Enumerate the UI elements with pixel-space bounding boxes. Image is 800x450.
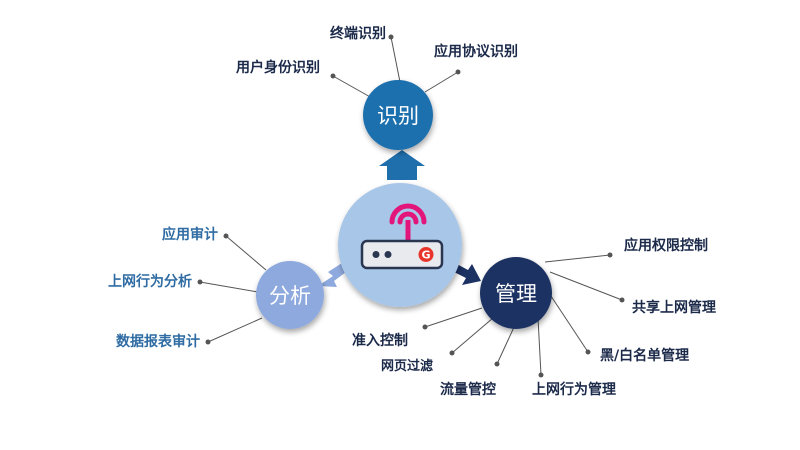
arrow-down-left-icon [318,263,346,287]
leaf-label: 应用权限控制 [624,237,708,254]
identify-leaves: 终端识别 应用协议识别 用户身份识别 [236,25,518,76]
hub-analyze-circle [256,261,324,329]
router-body [360,239,444,270]
wifi-wave-outer [389,203,427,225]
leaf-label: 终端识别 [330,25,386,42]
leaf-label: 应用协议识别 [434,43,518,60]
connector-line [207,317,263,343]
antenna [405,220,411,242]
connector-dot [388,34,394,40]
wifi-wave-inner [397,211,419,225]
leaf-label: 黑/白名单管理 [600,347,689,364]
connector-line [496,324,516,365]
router-led [372,251,380,258]
hub-analyze-label: 分析 [269,284,311,308]
connector-line [424,71,459,93]
connector-line [544,254,611,263]
analyze-leaves: 应用审计 上网行为分析 数据报表审计 [108,226,218,350]
connector-dot [494,361,500,367]
connector-dot [538,372,544,378]
hub-manage-label: 管理 [495,282,537,306]
connector-line [390,36,401,83]
connector-line [225,235,267,271]
leaf-label: 应用审计 [162,226,218,243]
connector-dot [197,279,203,285]
wifi-router-icon: G [360,203,444,270]
leaf-label: 网页过滤 [381,358,433,374]
manage-leaves: 应用权限控制 共享上网管理 黑/白名单管理 上网行为管理 流量管控 网页过滤 准… [352,237,716,398]
badge-logo: G [421,249,430,262]
arrow-down-right-icon [452,263,481,285]
hub-manage-circle [480,257,552,329]
badge-circle [418,247,434,262]
leaf-label: 用户身份识别 [236,59,320,76]
connector-dot [607,252,613,258]
leaf-label: 流量管控 [440,381,496,398]
leaf-label: 数据报表审计 [116,333,200,350]
connector-dots [197,34,625,378]
connector-dot [449,350,455,356]
connector-lines [199,36,623,376]
router-led [384,251,392,258]
leaf-label: 准入控制 [352,332,408,349]
hub-analyze [256,261,324,329]
hub-identify [363,80,433,150]
leaf-label: 共享上网管理 [632,299,716,316]
leaf-label: 上网行为管理 [532,381,616,398]
connector-dot [619,297,625,303]
connector-line [332,75,373,99]
connector-line [549,271,623,301]
hub-manage [480,257,552,329]
hub-identify-label: 识别 [377,104,419,128]
connector-line [537,317,542,376]
connector-dot [330,73,336,79]
connector-line [424,307,483,328]
arrow-up-icon [379,150,425,180]
leaf-label: 上网行为分析 [108,273,192,290]
hub-identify-circle [363,80,433,150]
connector-dot [205,339,211,345]
connector-dot [585,349,591,355]
connector-line [199,281,259,293]
connector-dot [422,324,428,330]
connector-dot [223,233,229,239]
connector-line [546,289,589,353]
connector-line [451,317,494,354]
connector-dot [455,69,461,75]
